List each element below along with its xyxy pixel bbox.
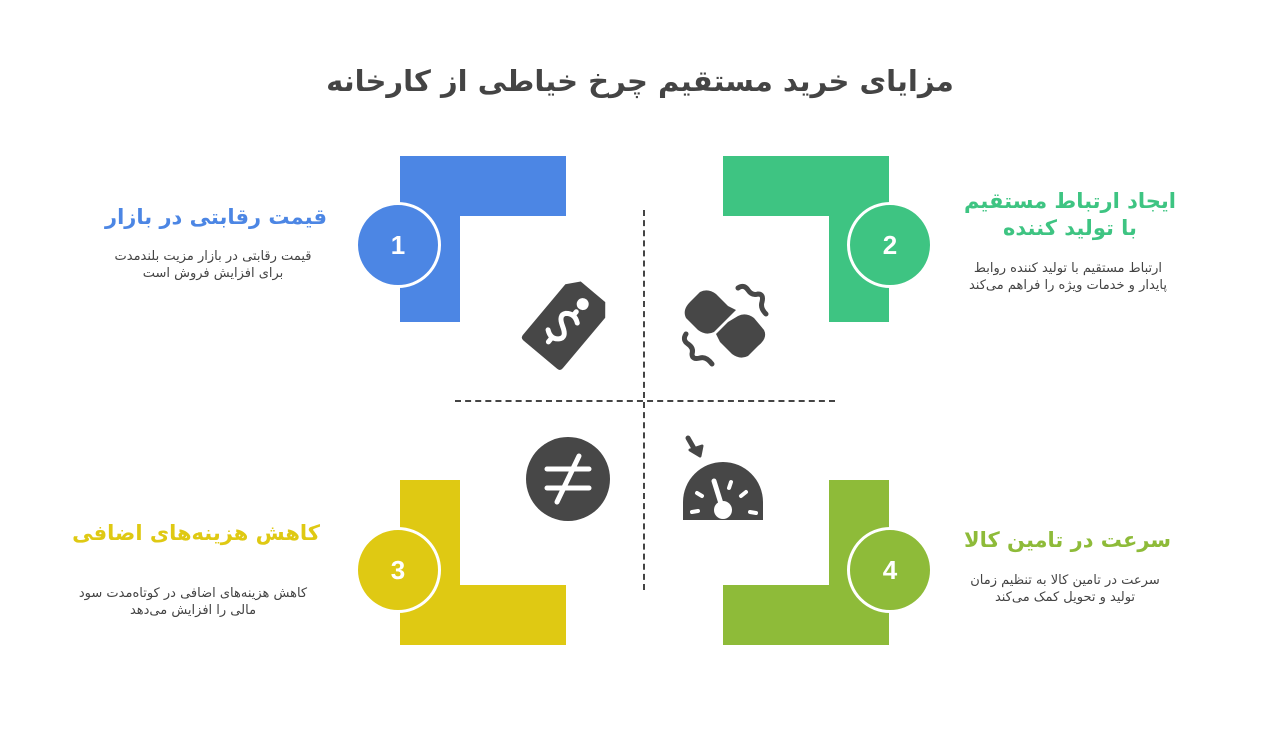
quadrant-description: کاهش هزینه‌های اضافی در کوتاه‌مدت سود ما…: [62, 585, 324, 619]
quadrant-heading: کاهش هزینه‌های اضافی: [72, 521, 320, 545]
description-line: برای افزایش فروش است: [142, 266, 284, 281]
quadrant-description: قیمت رقابتی در بازار مزیت بلندمدت برای ا…: [100, 248, 326, 282]
step-number-badge: 3: [355, 527, 441, 613]
quadrant-heading: سرعت در تامین کالا: [964, 528, 1172, 552]
plug-connection-icon: [681, 283, 769, 367]
price-tag-dollar-icon: [521, 281, 606, 370]
quadrant-description: سرعت در تامین کالا به تنظیم زمان تولید و…: [952, 572, 1178, 606]
page-title: مزایای خرید مستقیم چرخ خیاطی از کارخانه: [326, 64, 954, 98]
description-line: مالی را افزایش می‌دهد: [129, 603, 257, 618]
quadrant-heading: قیمت رقابتی در بازار: [104, 205, 327, 229]
description-line: پایدار و خدمات ویژه را فراهم می‌کند: [968, 278, 1167, 293]
quadrant-description: ارتباط مستقیم با تولید کننده روابط پایدا…: [950, 260, 1186, 294]
horizontal-divider: [455, 400, 835, 402]
description-line: سرعت در تامین کالا به تنظیم زمان: [970, 573, 1160, 588]
step-number-badge: 2: [847, 202, 933, 288]
quadrant-heading: ایجاد ارتباط مستقیم با تولید کننده: [955, 188, 1185, 242]
not-equal-icon: [526, 437, 610, 521]
step-number-badge: 4: [847, 527, 933, 613]
heading-line: ایجاد ارتباط مستقیم: [963, 189, 1177, 213]
description-line: تولید و تحویل کمک می‌کند: [994, 590, 1136, 605]
heading-line: با تولید کننده: [1003, 216, 1137, 240]
description-line: کاهش هزینه‌های اضافی در کوتاه‌مدت سود: [78, 586, 308, 601]
step-number-badge: 1: [355, 202, 441, 288]
description-line: ارتباط مستقیم با تولید کننده روابط: [973, 261, 1163, 276]
speedometer-icon: [683, 435, 763, 520]
description-line: قیمت رقابتی در بازار مزیت بلندمدت: [114, 249, 312, 264]
